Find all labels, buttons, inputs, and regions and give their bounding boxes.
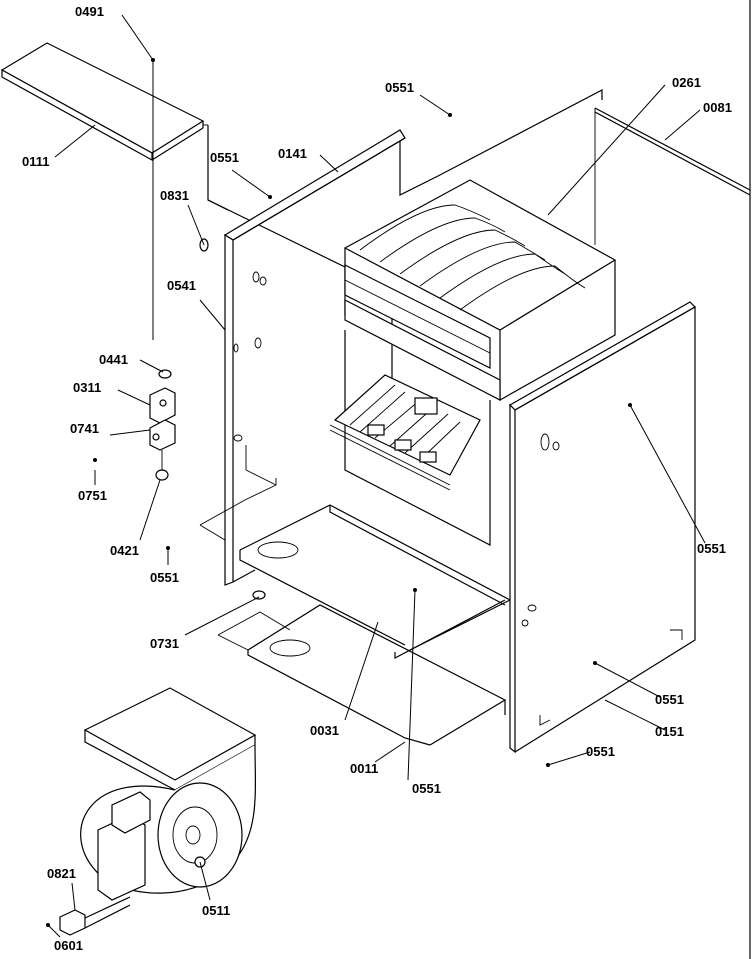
part-label: 0751 [78,488,107,503]
part-number-labels: 0491 0551 0261 0081 0111 0551 0141 0831 … [22,4,732,953]
part-label: 0311 [73,380,101,395]
part-label: 0111 [22,154,50,169]
top-panel-0111 [0,42,208,162]
part-label: 0261 [672,75,701,90]
heat-exchanger-0261 [343,179,617,402]
part-label: 0731 [150,636,179,651]
part-label: 0491 [75,4,104,19]
part-label: 0031 [310,723,339,738]
burner-assembly [329,330,491,546]
part-label: 0831 [160,188,189,203]
blower-assembly [59,687,257,936]
filter-rack-0081 [594,107,751,245]
part-label: 0741 [70,421,99,436]
screw-markers [46,58,632,927]
leader-lines [47,14,706,938]
part-label: 0011 [350,761,378,776]
part-label: 0551 [655,692,684,707]
right-side-panel-0151 [509,301,696,754]
part-label: 0551 [697,541,726,556]
part-label: 0551 [210,150,239,165]
part-label: 0551 [385,80,414,95]
limit-switch-assembly [149,369,176,481]
part-label: 0541 [167,278,196,293]
part-label: 0421 [110,543,139,558]
part-label: 0441 [99,352,128,367]
part-label: 0151 [655,724,684,739]
left-side-panel [223,129,406,586]
dashed-outline-plates [199,445,291,651]
part-label: 0081 [703,100,732,115]
part-label: 0511 [202,903,230,918]
part-label: 0551 [150,570,179,585]
part-label: 0551 [412,781,441,796]
part-label: 0141 [278,146,307,161]
part-label: 0821 [47,866,76,881]
floor-and-base [239,504,512,651]
part-label: 0601 [54,938,83,953]
part-label: 0551 [586,744,615,759]
